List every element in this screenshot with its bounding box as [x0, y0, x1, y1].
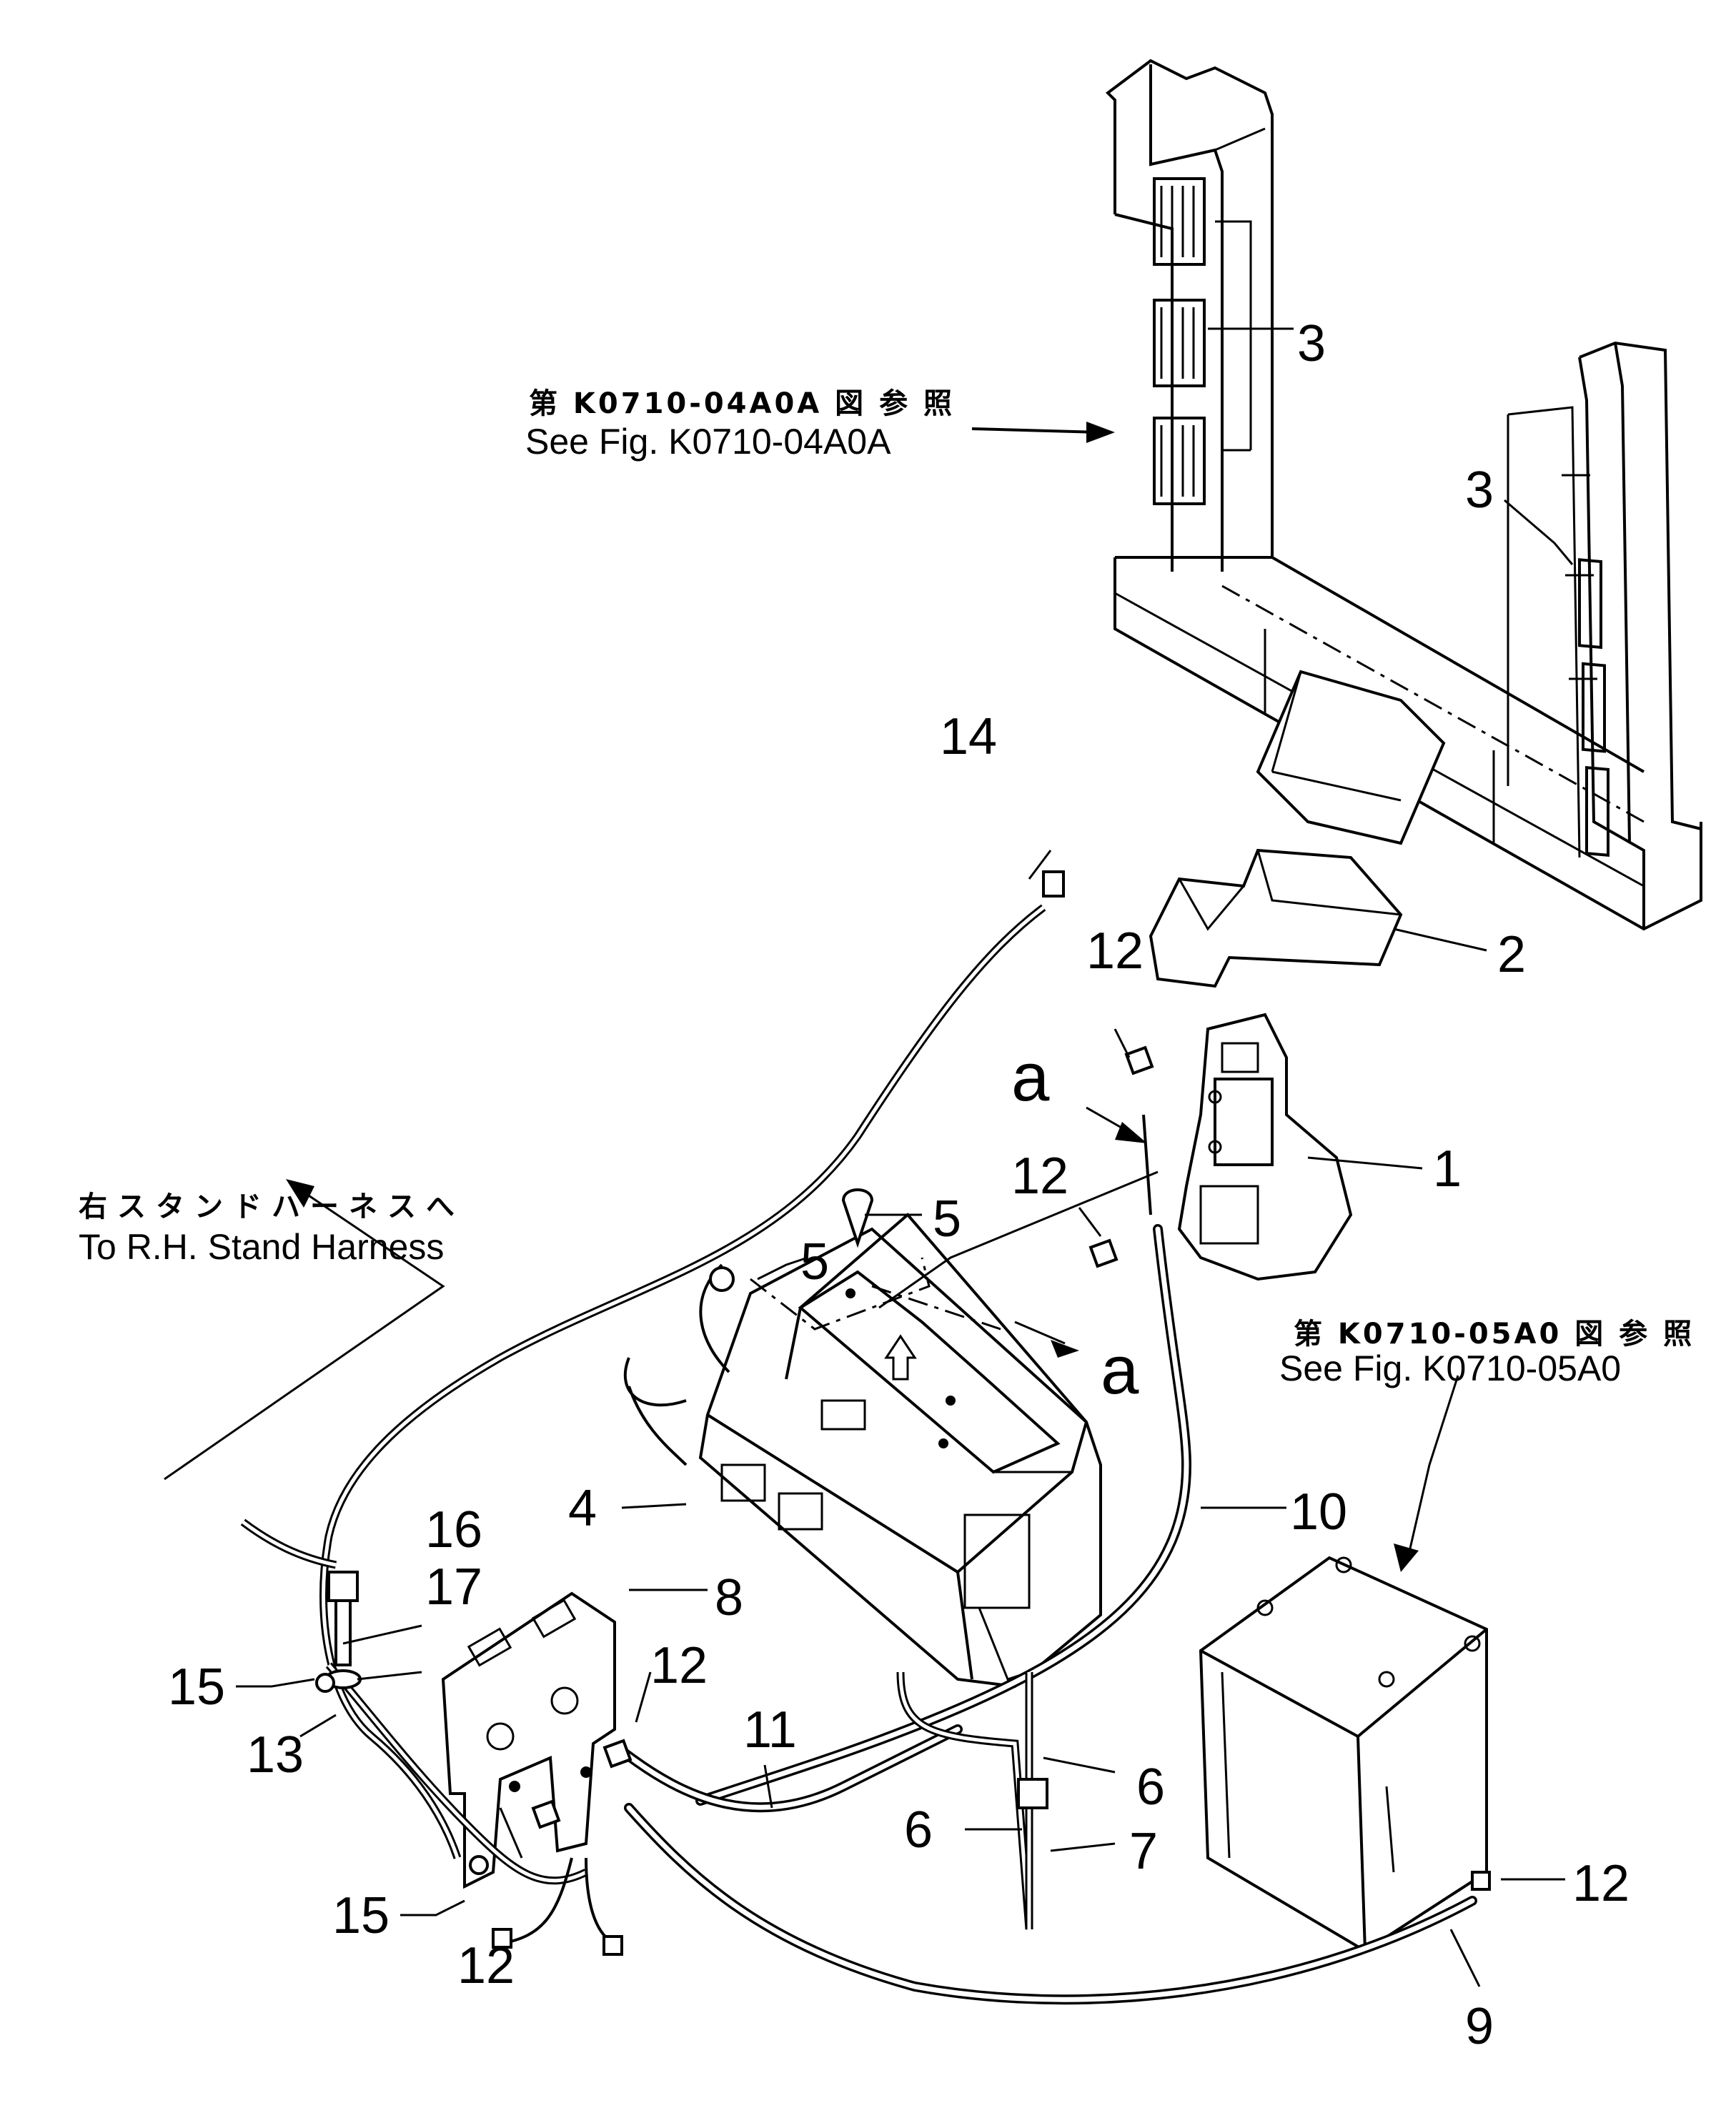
reference-labels: 第 K0710-04A0A 図 参 照 See Fig. K0710-04A0A…	[79, 387, 1695, 1388]
section-a-upper: a	[1011, 1039, 1050, 1115]
callout-10: 10	[1290, 1483, 1347, 1541]
callout-15a: 15	[168, 1659, 225, 1716]
callout-8: 8	[715, 1569, 743, 1626]
callout-14: 14	[940, 708, 997, 765]
callout-5a: 5	[933, 1190, 961, 1248]
callout-12e: 12	[457, 1937, 515, 1994]
callout-6b: 6	[904, 1801, 933, 1859]
callout-11: 11	[743, 1701, 797, 1759]
part-callouts: 3 3 14 2 12 a 1 12 5 5 a 4 10 16 8 17 12…	[168, 315, 1630, 2055]
duct-part-1	[1177, 1013, 1353, 1281]
callout-12c: 12	[650, 1637, 708, 1694]
callout-7: 7	[1129, 1823, 1158, 1880]
callout-13: 13	[247, 1726, 304, 1784]
upper-duct-frame	[1105, 59, 1702, 931]
ref-04a0a-jp: 第 K0710-04A0A 図 参 照	[529, 387, 955, 420]
heater-unit-part-4	[698, 1213, 1102, 1689]
callout-6a: 6	[1136, 1759, 1165, 1816]
callout-15b: 15	[332, 1887, 390, 1944]
ref-05a0-jp: 第 K0710-05A0 図 参 照	[1294, 1318, 1695, 1351]
callout-3a: 3	[1297, 315, 1326, 372]
callout-12a: 12	[1086, 923, 1144, 980]
callout-2: 2	[1497, 926, 1526, 983]
callout-4: 4	[568, 1480, 597, 1537]
ref-rh-harness-en: To R.H. Stand Harness	[79, 1227, 444, 1267]
ref-04a0a-en: See Fig. K0710-04A0A	[525, 422, 891, 462]
leader-lines	[164, 220, 1574, 1987]
callout-5b: 5	[800, 1233, 829, 1291]
ref-05a0-en: See Fig. K0710-05A0	[1279, 1348, 1621, 1388]
heater-box-ref-05A0	[1199, 1556, 1488, 1953]
callout-1: 1	[1433, 1140, 1462, 1198]
callout-9: 9	[1465, 1998, 1494, 2055]
hoses-and-wires	[240, 870, 1491, 2005]
callout-12b: 12	[1011, 1148, 1068, 1205]
section-a-lower: a	[1101, 1332, 1139, 1408]
callout-16: 16	[425, 1501, 482, 1558]
callout-17: 17	[425, 1558, 482, 1616]
callout-3b: 3	[1465, 462, 1494, 519]
duct-part-2	[1149, 848, 1403, 988]
ref-rh-harness-jp: 右スタンドハーネスへ	[79, 1190, 465, 1223]
control-panel-part-8	[441, 1591, 616, 1889]
callout-12d: 12	[1572, 1855, 1630, 1912]
